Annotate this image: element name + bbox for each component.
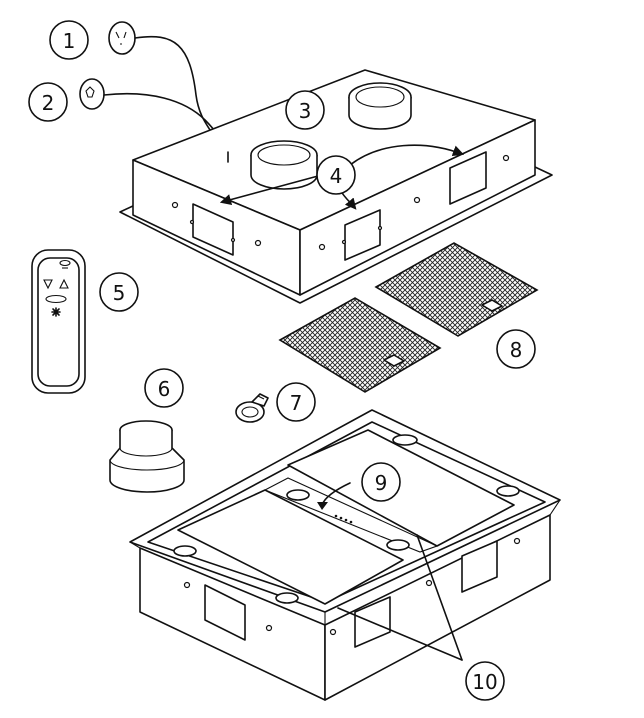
callout-5: 5 (99, 272, 139, 312)
callout-6-label: 6 (158, 377, 171, 401)
callout-7: 7 (276, 382, 316, 422)
callout-1: 1 (49, 20, 89, 60)
hood-top-unit (119, 69, 553, 304)
callout-9-label: 9 (375, 471, 388, 495)
duct-reducer (109, 420, 185, 493)
callout-1-label: 1 (63, 29, 76, 53)
callout-4: 4 (316, 155, 356, 195)
callout-7-label: 7 (290, 391, 303, 415)
callout-6: 6 (144, 368, 184, 408)
grease-filters (278, 242, 539, 393)
callout-5-label: 5 (113, 281, 126, 305)
callout-3-label: 3 (299, 99, 312, 123)
callout-2-label: 2 (42, 91, 55, 115)
remote-control-icon (31, 249, 86, 394)
callout-10: 10 (465, 661, 505, 701)
callout-8-label: 8 (510, 338, 523, 362)
hood-bottom-unit (129, 409, 561, 701)
callout-10-label: 10 (472, 670, 497, 694)
callout-9: 9 (361, 462, 401, 502)
callout-8: 8 (496, 329, 536, 369)
light-bulb-icon (235, 393, 269, 423)
callout-2: 2 (28, 82, 68, 122)
callout-4-label: 4 (330, 164, 343, 188)
callout-3: 3 (285, 90, 325, 130)
